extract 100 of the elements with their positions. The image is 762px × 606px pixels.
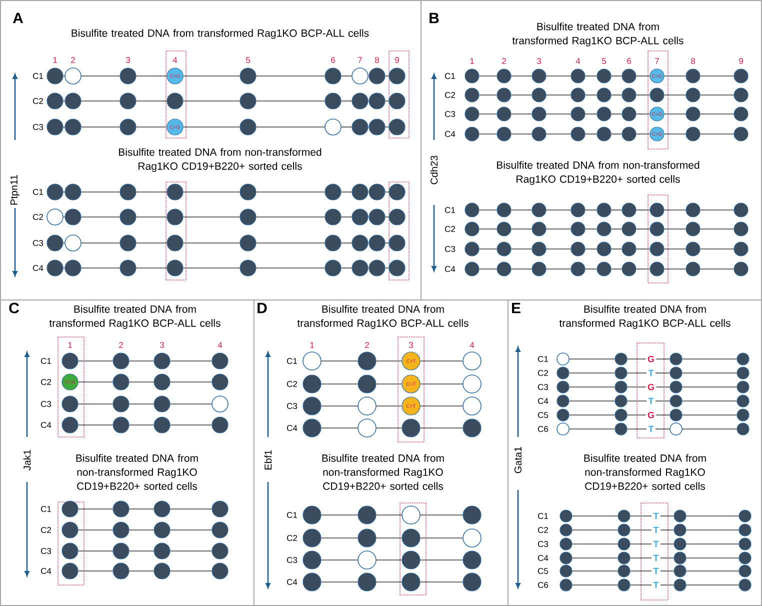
filled-circle bbox=[324, 68, 342, 84]
filled-circle bbox=[570, 126, 586, 142]
filled-circle bbox=[462, 550, 482, 570]
connector-line bbox=[686, 543, 739, 545]
filled-circle bbox=[212, 374, 228, 390]
row-label: C2 bbox=[287, 535, 297, 541]
connector-line bbox=[341, 267, 352, 269]
filled-circle bbox=[352, 92, 368, 110]
filled-circle bbox=[686, 126, 700, 142]
filled-circle bbox=[570, 222, 586, 236]
filled-circle bbox=[112, 542, 130, 560]
filled-circle bbox=[368, 184, 386, 200]
gene-label: Jak1 bbox=[21, 447, 33, 473]
connector-line bbox=[636, 75, 650, 77]
connector-line bbox=[129, 570, 154, 572]
connector-line bbox=[63, 242, 65, 244]
connector-line bbox=[511, 113, 532, 115]
connector-line bbox=[479, 94, 497, 96]
filled-circle bbox=[738, 578, 752, 592]
filled-circle bbox=[388, 184, 406, 200]
filled-circle bbox=[596, 222, 612, 236]
filled-circle bbox=[464, 222, 480, 236]
connector-line bbox=[420, 537, 463, 539]
filled-circle bbox=[120, 184, 136, 200]
filled-circle bbox=[556, 366, 570, 380]
connector-line bbox=[78, 529, 113, 531]
filled-circle bbox=[734, 88, 748, 102]
connector-line bbox=[627, 428, 647, 430]
column-number: 8 bbox=[375, 57, 379, 63]
filled-circle bbox=[240, 184, 256, 200]
gene-label: Ptpn11 bbox=[8, 172, 22, 208]
filled-circle bbox=[324, 184, 342, 200]
filled-circle bbox=[674, 510, 686, 522]
connector-line bbox=[376, 383, 402, 385]
connector-line bbox=[511, 268, 532, 270]
filled-circle bbox=[686, 202, 700, 218]
connector-line bbox=[63, 216, 65, 218]
filled-circle bbox=[46, 260, 64, 276]
filled-circle bbox=[388, 234, 406, 252]
filled-circle bbox=[670, 408, 682, 422]
panel-title: Bisulfite treated DNA from non-transformed Rag1KO CD19+B220+ sorted cells bbox=[584, 454, 706, 490]
connector-line bbox=[682, 372, 737, 374]
row-label: C2 bbox=[538, 370, 548, 376]
connector-line bbox=[479, 268, 497, 270]
connector-line bbox=[655, 372, 670, 374]
connector-line bbox=[256, 267, 325, 269]
filled-circle bbox=[596, 242, 612, 256]
filled-circle bbox=[622, 202, 636, 218]
filled-circle bbox=[464, 68, 480, 84]
filled-circle bbox=[402, 572, 420, 592]
panel-letter: E bbox=[512, 302, 520, 314]
connector-line bbox=[585, 94, 597, 96]
connector-line bbox=[63, 75, 65, 77]
connector-line bbox=[664, 133, 686, 135]
connector-line bbox=[183, 126, 240, 128]
filled-circle bbox=[734, 68, 748, 84]
open-circle bbox=[64, 68, 82, 84]
connector-line bbox=[78, 570, 113, 572]
filled-circle bbox=[154, 522, 170, 538]
connector-line bbox=[572, 570, 618, 572]
filled-circle bbox=[46, 234, 64, 252]
connector-line bbox=[129, 360, 154, 362]
open-circle bbox=[358, 550, 376, 570]
filled-circle bbox=[62, 416, 78, 434]
filled-circle bbox=[166, 234, 184, 252]
base-letter: G bbox=[646, 410, 656, 420]
connector-line bbox=[183, 191, 240, 193]
row-label: C3 bbox=[33, 124, 44, 130]
panel-title: Bisulfite treated DNA from non-transformed Rag1KO CD19+B220+ sorted cells bbox=[76, 454, 198, 490]
connector-line bbox=[546, 209, 571, 211]
filled-circle bbox=[212, 562, 228, 580]
row-label: C3 bbox=[445, 111, 456, 117]
filled-circle bbox=[462, 506, 482, 524]
base-letter: T bbox=[646, 368, 656, 378]
connector-line bbox=[183, 216, 240, 218]
filled-circle bbox=[650, 242, 664, 256]
panel-title: Bisulfite treated DNA from non-transformed Rag1KO CD19+B220+ sorted cells bbox=[119, 148, 322, 172]
filled-circle bbox=[622, 106, 636, 122]
filled-circle bbox=[388, 68, 406, 84]
open-circle bbox=[352, 68, 368, 84]
connector-line bbox=[660, 584, 674, 586]
filled-circle bbox=[674, 538, 686, 550]
connector-line bbox=[627, 386, 646, 388]
connector-line bbox=[183, 100, 240, 102]
panel-title: Bisulfite treated DNA from transformed Rag1KO BCP-ALL cells bbox=[72, 29, 369, 39]
filled-circle bbox=[462, 572, 482, 592]
connector-line bbox=[656, 414, 670, 416]
connector-line bbox=[546, 133, 571, 135]
filled-circle bbox=[556, 380, 570, 394]
base-letter: G bbox=[646, 382, 656, 392]
filled-circle bbox=[560, 538, 572, 550]
open-circle bbox=[46, 208, 64, 226]
filled-circle bbox=[302, 374, 322, 394]
filled-circle bbox=[120, 92, 136, 110]
connector-line bbox=[420, 427, 463, 429]
connector-line bbox=[585, 209, 597, 211]
connector-line bbox=[321, 559, 358, 561]
connector-line bbox=[585, 248, 597, 250]
connector-line bbox=[585, 113, 597, 115]
filled-circle bbox=[112, 416, 130, 434]
